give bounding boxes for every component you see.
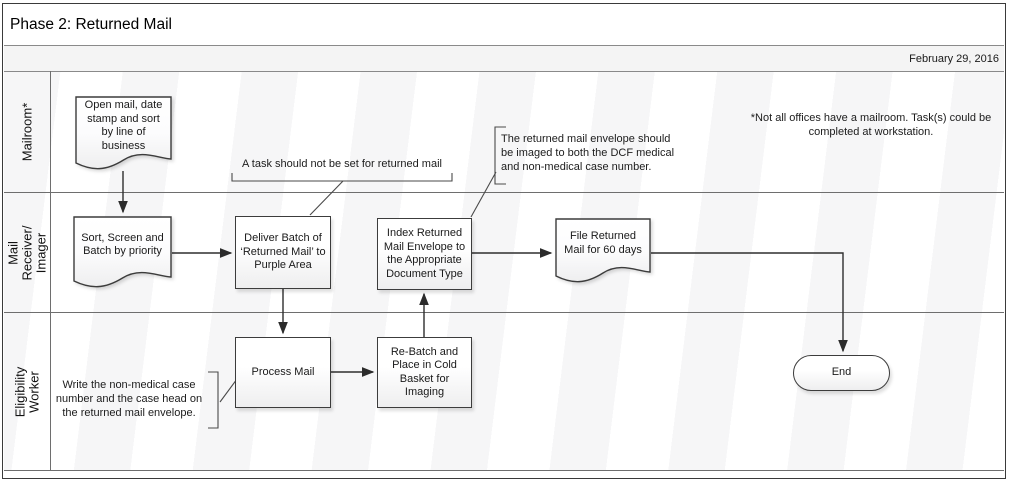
step-deliver-batch: Deliver Batch of ‘Returned Mail’ to Purp…: [235, 216, 331, 289]
lane-label: Eligibility Worker: [12, 366, 42, 417]
document-shape-outline: [75, 96, 172, 170]
lane-header-mailroom: Mailroom*: [4, 71, 51, 192]
terminator-end: End: [793, 355, 890, 391]
lane-header-mail-receiver-imager: Mail Receiver/ Imager: [4, 193, 51, 312]
title-band: Phase 2: Returned Mail: [4, 4, 1004, 46]
page-title: Phase 2: Returned Mail: [10, 15, 172, 33]
step-label: Process Mail: [251, 365, 315, 378]
step-label: End: [831, 366, 852, 379]
step-file-returned-mail: File Returned Mail for 60 days: [555, 218, 651, 285]
lane-header-eligibility-worker: Eligibility Worker: [4, 313, 51, 470]
lane-eligibility-worker: Eligibility Worker: [4, 313, 1004, 471]
imaging-note: The returned mail envelope should be ima…: [501, 133, 675, 173]
lane-label: Mailroom*: [19, 102, 35, 161]
step-sort-screen-batch: Sort, Screen and Batch by priority: [73, 216, 172, 290]
page-border: [2, 3, 1006, 479]
lane-mailroom: Mailroom*: [4, 71, 1004, 193]
task-note: A task should not be set for returned ma…: [242, 158, 442, 170]
document-shape-outline: [73, 216, 172, 288]
step-index-envelope: Index Returned Mail Envelope to the Appr…: [377, 218, 472, 290]
date-band: February 29, 2016: [4, 46, 1004, 72]
date-label: February 29, 2016: [909, 52, 999, 65]
mailroom-note: *Not all offices have a mailroom. Task(s…: [750, 112, 992, 138]
step-label: Sort, Screen and Batch by priority: [81, 231, 164, 258]
document-shape-outline: [555, 218, 651, 283]
step-label: Re-Batch and Place in Cold Basket for Im…: [390, 345, 459, 399]
step-open-mail: Open mail, date stamp and sort by line o…: [75, 96, 172, 172]
step-rebatch-cold-basket: Re-Batch and Place in Cold Basket for Im…: [377, 337, 472, 408]
step-label: File Returned Mail for 60 days: [564, 230, 642, 256]
step-process-mail: Process Mail: [235, 337, 331, 408]
lane-label: Mail Receiver/ Imager: [5, 225, 48, 280]
step-label: Index Returned Mail Envelope to the Appr…: [383, 227, 466, 280]
lane-mail-receiver-imager: Mail Receiver/ Imager: [4, 193, 1004, 313]
write-note: Write the non-medical case number and th…: [55, 379, 203, 419]
step-label: Open mail, date stamp and sort by line o…: [84, 99, 163, 152]
step-label: Deliver Batch of ‘Returned Mail’ to Purp…: [240, 232, 326, 272]
